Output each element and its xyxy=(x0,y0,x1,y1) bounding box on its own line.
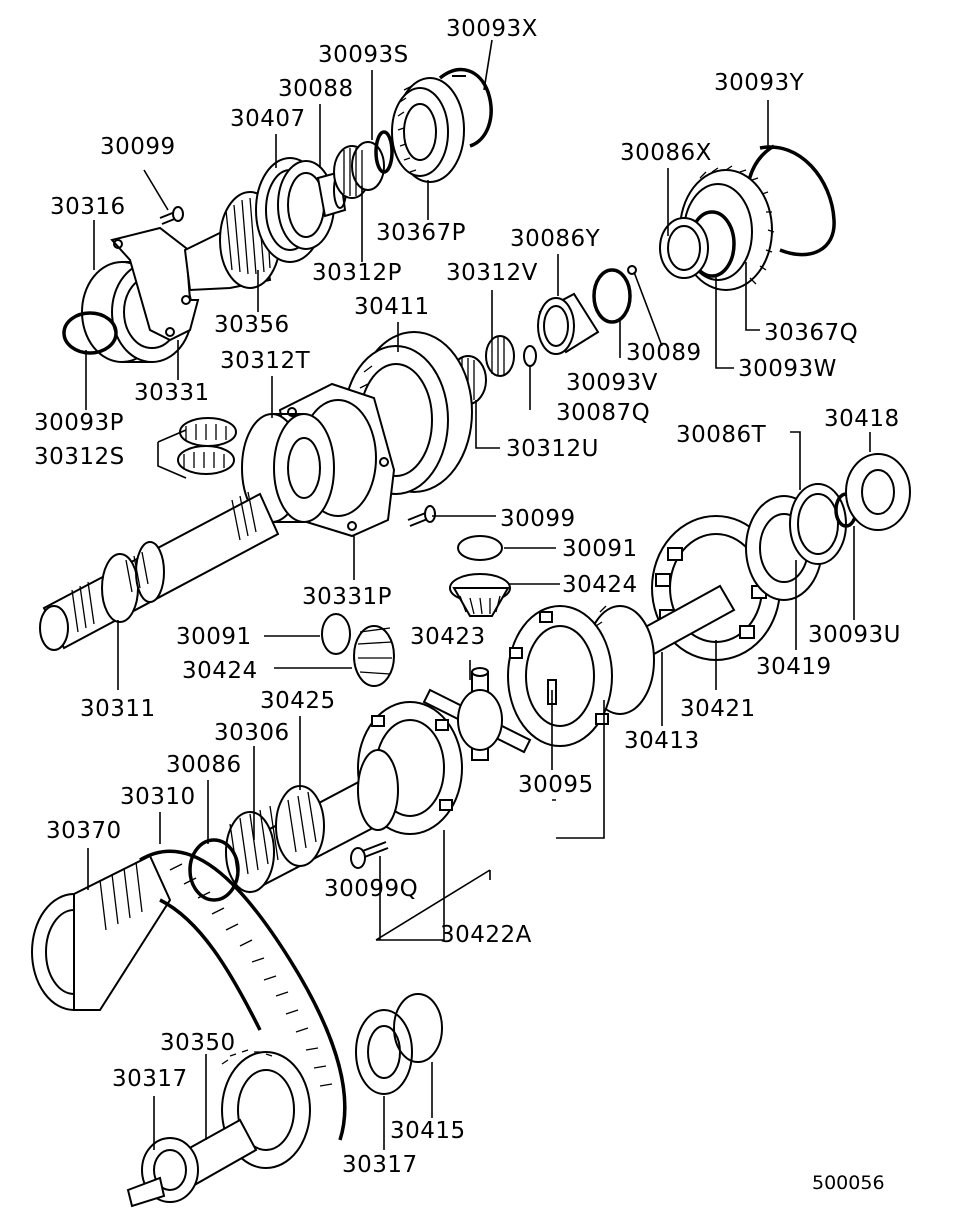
leader-30312U xyxy=(475,400,500,449)
part-label-30086: 30086 xyxy=(166,752,242,778)
part-label-30089: 30089 xyxy=(626,340,702,366)
bolt-30099-top xyxy=(159,206,184,225)
part-label-30418: 30418 xyxy=(824,406,900,432)
part-label-30306: 30306 xyxy=(214,720,290,746)
part-label-30312V: 30312V xyxy=(446,260,538,286)
part-label-30093Y: 30093Y xyxy=(714,70,805,96)
pinion-gear-30424-lower xyxy=(353,625,395,687)
part-label-30093W: 30093W xyxy=(738,356,837,382)
diagram-code: 500056 xyxy=(812,1172,885,1194)
part-label-30356: 30356 xyxy=(214,312,290,338)
bolt-30099Q xyxy=(350,841,389,869)
ring-30093V xyxy=(592,268,632,324)
part-label-30415: 30415 xyxy=(390,1118,466,1144)
ring-30415 xyxy=(393,993,443,1063)
part-label-30331P: 30331P xyxy=(302,584,393,610)
thrust-washer-30091-upper xyxy=(457,535,503,561)
chain-30310 xyxy=(139,849,347,1141)
part-label-30312P: 30312P xyxy=(312,260,403,286)
leader-30367Q xyxy=(745,262,760,331)
part-label-30317-right: 30317 xyxy=(342,1152,418,1178)
part-label-30312S: 30312S xyxy=(34,444,125,470)
leader-30095 xyxy=(551,690,556,801)
part-label-30088: 30088 xyxy=(278,76,354,102)
part-label-30311: 30311 xyxy=(80,696,156,722)
snap-ring-30093X xyxy=(438,67,493,148)
sleeve-30086Y xyxy=(537,292,600,355)
leader-30093X xyxy=(483,39,493,91)
part-label-30093S: 30093S xyxy=(318,42,409,68)
part-label-30419: 30419 xyxy=(756,654,832,680)
leader-30093W xyxy=(715,276,734,369)
part-label-30091-upper: 30091 xyxy=(562,536,638,562)
part-label-30370: 30370 xyxy=(46,818,122,844)
part-label-30423: 30423 xyxy=(410,624,486,650)
part-label-30086Y: 30086Y xyxy=(510,226,601,252)
needle-bearing-30312P xyxy=(333,141,385,199)
part-label-30367P: 30367P xyxy=(376,220,467,246)
part-label-30093V: 30093V xyxy=(566,370,658,396)
ring-30086 xyxy=(188,838,240,902)
part-label-30317-left: 30317 xyxy=(112,1066,188,1092)
part-label-30411: 30411 xyxy=(354,294,430,320)
pinion-gear-30424-upper xyxy=(449,573,511,617)
part-label-30312U: 30312U xyxy=(506,436,600,462)
part-label-30093X: 30093X xyxy=(446,16,538,42)
gear-30367P xyxy=(391,77,465,183)
part-label-30312T: 30312T xyxy=(220,348,311,374)
retainer-plate-30331 xyxy=(110,226,200,342)
thrust-washer-30091-lower xyxy=(321,613,351,655)
part-label-30350: 30350 xyxy=(160,1030,236,1056)
output-shaft-30306 xyxy=(225,749,399,894)
leader-30086T xyxy=(790,431,801,490)
leader-30422A xyxy=(375,700,605,941)
main-shaft-30311 xyxy=(39,491,280,651)
part-label-30086X: 30086X xyxy=(620,140,712,166)
seal-30418 xyxy=(845,453,911,531)
part-label-30093U: 30093U xyxy=(808,622,902,648)
part-label-30093P: 30093P xyxy=(34,410,125,436)
part-label-30422A: 30422A xyxy=(440,922,532,948)
leader-30089 xyxy=(633,271,663,347)
part-label-30099-mid: 30099 xyxy=(500,506,576,532)
ring-30093S xyxy=(374,130,394,174)
snap-ring-30093P xyxy=(62,311,118,355)
part-label-30086T: 30086T xyxy=(676,422,767,448)
diff-half-case-right xyxy=(507,605,613,747)
part-label-30367Q: 30367Q xyxy=(764,320,859,346)
pinion-shaft-30423 xyxy=(422,667,532,761)
part-label-30425: 30425 xyxy=(260,688,336,714)
leader-30099-top xyxy=(143,169,169,211)
part-label-30331: 30331 xyxy=(134,380,210,406)
part-label-30099Q: 30099Q xyxy=(324,876,419,902)
part-label-30424-upper: 30424 xyxy=(562,572,638,598)
part-label-30095: 30095 xyxy=(518,772,594,798)
part-label-30310: 30310 xyxy=(120,784,196,810)
part-label-30421: 30421 xyxy=(680,696,756,722)
bolt-30099-mid xyxy=(407,505,436,527)
part-label-30413: 30413 xyxy=(624,728,700,754)
needle-bearing-30312S xyxy=(177,417,237,475)
part-label-30407: 30407 xyxy=(230,106,306,132)
ring-30086T xyxy=(789,483,847,565)
leader-30312S xyxy=(157,429,187,479)
bearing-30317-left xyxy=(126,1137,199,1208)
part-label-30091-lower: 30091 xyxy=(176,624,252,650)
part-label-30099-top: 30099 xyxy=(100,134,176,160)
needle-bearing-30312V xyxy=(485,335,515,377)
part-label-30424-lower: 30424 xyxy=(182,658,258,684)
sprocket-30370 xyxy=(31,854,172,1011)
part-label-30087Q: 30087Q xyxy=(556,400,651,426)
ring-30086X xyxy=(659,217,709,279)
part-label-30316: 30316 xyxy=(50,194,126,220)
